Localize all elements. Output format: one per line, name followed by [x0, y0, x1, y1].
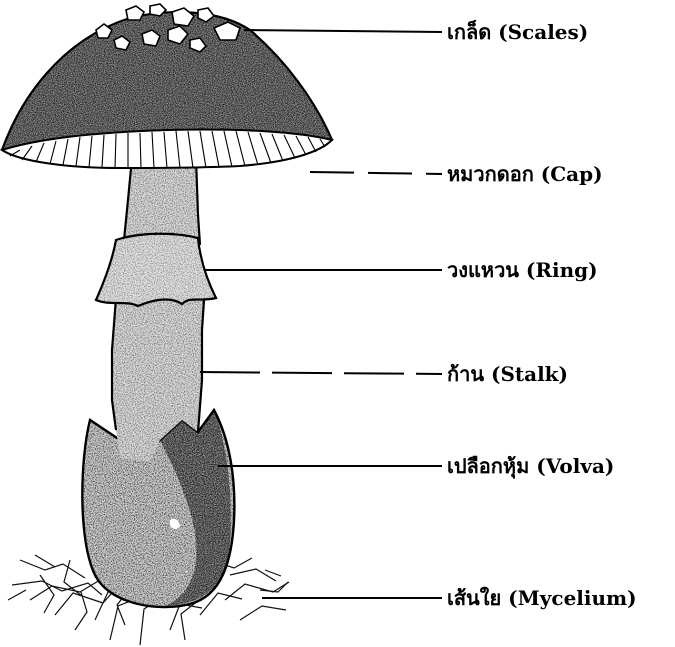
label-volva: เปลือกหุ้ม (Volva)	[447, 454, 614, 478]
label-cap: หมวกดอก (Cap)	[447, 162, 603, 186]
cap	[2, 4, 332, 168]
label-stalk: ก้าน (Stalk)	[447, 362, 568, 386]
stalk	[112, 158, 204, 462]
label-ring: วงแหวน (Ring)	[447, 258, 598, 282]
label-scales: เกล็ด (Scales)	[447, 20, 588, 44]
label-mycelium: เส้นใย (Mycelium)	[447, 586, 637, 610]
ring	[96, 234, 216, 306]
